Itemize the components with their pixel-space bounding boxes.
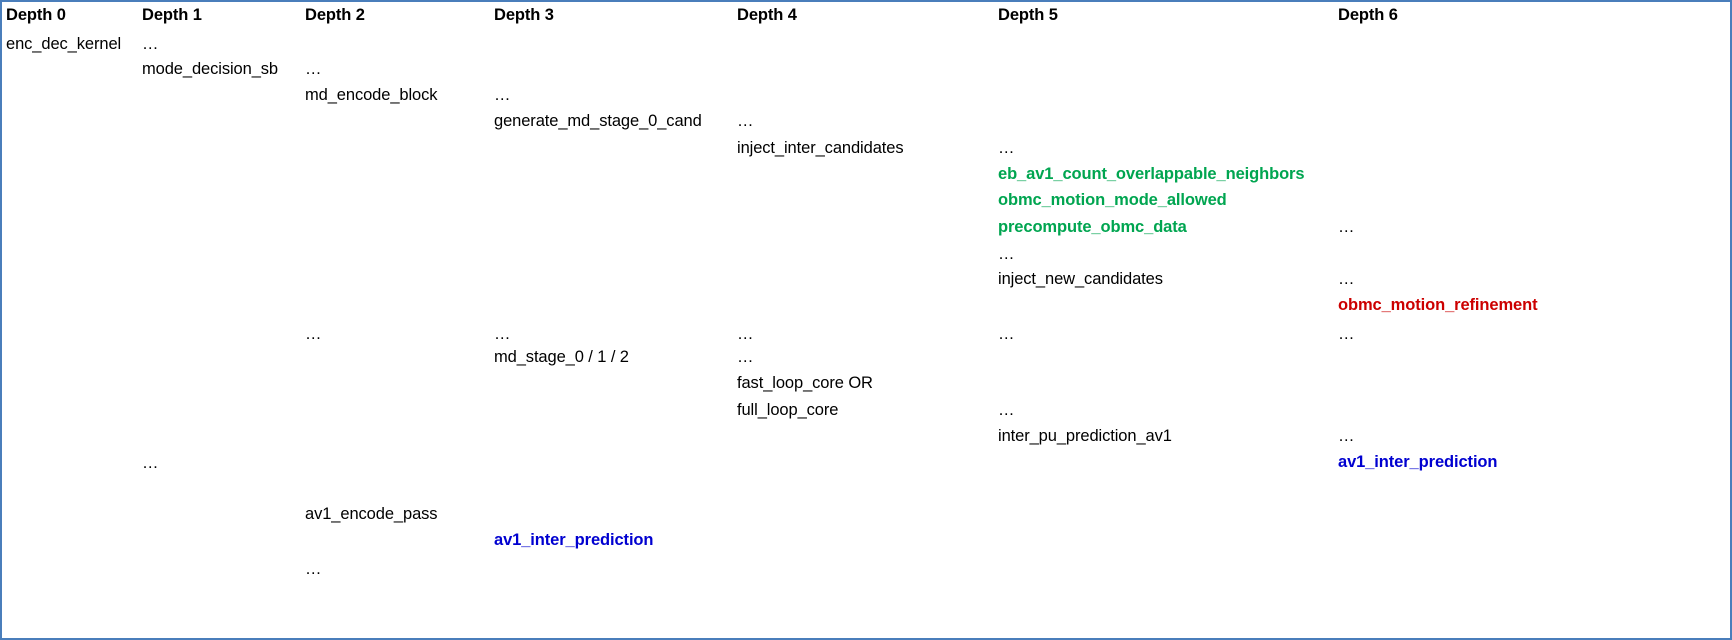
function-name-label: av1_encode_pass bbox=[305, 505, 438, 523]
function-name-label: av1_inter_prediction bbox=[494, 531, 654, 549]
column-header-depth-6: Depth 6 bbox=[1338, 6, 1398, 24]
function-name-label: eb_av1_count_overlappable_neighbors bbox=[998, 165, 1305, 183]
function-name-label: mode_decision_sb bbox=[142, 60, 278, 78]
column-header-depth-3: Depth 3 bbox=[494, 6, 554, 24]
ellipsis-marker: … bbox=[1338, 218, 1355, 236]
column-header-row bbox=[2, 2, 1730, 32]
function-name-label: generate_md_stage_0_cand bbox=[494, 112, 702, 130]
ellipsis-marker: … bbox=[494, 86, 511, 104]
column-header-depth-4: Depth 4 bbox=[737, 6, 797, 24]
ellipsis-marker: … bbox=[494, 325, 511, 343]
ellipsis-marker: … bbox=[998, 401, 1015, 419]
ellipsis-marker: … bbox=[142, 35, 159, 53]
ellipsis-marker: … bbox=[1338, 427, 1355, 445]
column-header-depth-1: Depth 1 bbox=[142, 6, 202, 24]
function-name-label: fast_loop_core OR bbox=[737, 374, 873, 392]
ellipsis-marker: … bbox=[305, 560, 322, 578]
function-name-label: precompute_obmc_data bbox=[998, 218, 1187, 236]
ellipsis-marker: … bbox=[1338, 325, 1355, 343]
ellipsis-marker: … bbox=[998, 325, 1015, 343]
function-name-label: inject_new_candidates bbox=[998, 270, 1163, 288]
ellipsis-marker: … bbox=[998, 245, 1015, 263]
column-header-depth-0: Depth 0 bbox=[6, 6, 66, 24]
ellipsis-marker: … bbox=[305, 60, 322, 78]
ellipsis-marker: … bbox=[737, 112, 754, 130]
ellipsis-marker: … bbox=[142, 454, 159, 472]
function-name-label: enc_dec_kernel bbox=[6, 35, 122, 53]
column-header-depth-5: Depth 5 bbox=[998, 6, 1058, 24]
ellipsis-marker: … bbox=[737, 348, 754, 366]
function-name-label: md_encode_block bbox=[305, 86, 438, 104]
function-name-label: inject_inter_candidates bbox=[737, 139, 904, 157]
ellipsis-marker: … bbox=[1338, 270, 1355, 288]
ellipsis-marker: … bbox=[305, 325, 322, 343]
function-name-label: full_loop_core bbox=[737, 401, 839, 419]
function-name-label: obmc_motion_refinement bbox=[1338, 296, 1538, 314]
function-name-label: inter_pu_prediction_av1 bbox=[998, 427, 1172, 445]
ellipsis-marker: … bbox=[737, 325, 754, 343]
function-name-label: md_stage_0 / 1 / 2 bbox=[494, 348, 629, 366]
function-name-label: av1_inter_prediction bbox=[1338, 453, 1498, 471]
column-header-depth-2: Depth 2 bbox=[305, 6, 365, 24]
ellipsis-marker: … bbox=[998, 139, 1015, 157]
function-name-label: obmc_motion_mode_allowed bbox=[998, 191, 1227, 209]
